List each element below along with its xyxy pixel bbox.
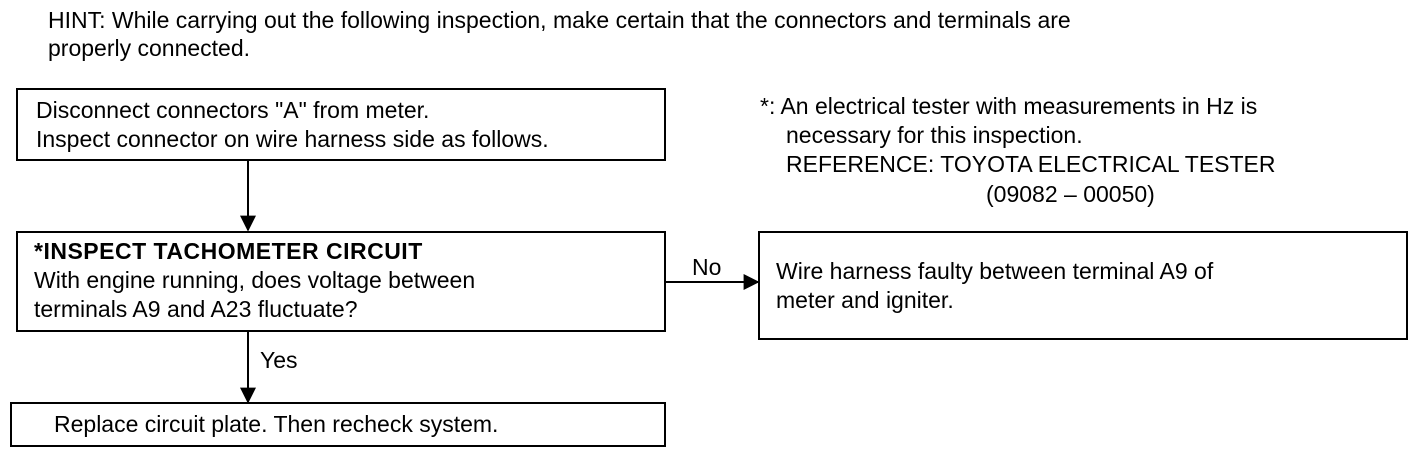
step-disconnect-box: Disconnect connectors "A" from meter. In… [16,88,666,161]
note-line-1: *: An electrical tester with measurement… [760,93,1258,119]
fault-line-1: Wire harness faulty between terminal A9 … [776,258,1214,284]
note-line-2: necessary for this inspection. [786,122,1083,148]
inspect-question-line-2: terminals A9 and A23 fluctuate? [34,296,358,322]
fault-line-2: meter and igniter. [776,287,954,313]
result-text: Replace circuit plate. Then recheck syst… [54,411,499,437]
note-line-4: (09082 – 00050) [986,181,1155,207]
inspect-heading: *INSPECT TACHOMETER CIRCUIT [34,238,423,264]
inspect-tachometer-box: *INSPECT TACHOMETER CIRCUIT With engine … [16,231,666,332]
hint-line-1: HINT: While carrying out the following i… [48,7,1071,33]
hint-line-2: properly connected. [48,35,251,61]
branch-yes-label: Yes [260,347,298,373]
note-line-3: REFERENCE: TOYOTA ELECTRICAL TESTER [786,151,1276,177]
step-disconnect-line-2: Inspect connector on wire harness side a… [36,126,549,152]
fault-result-box: Wire harness faulty between terminal A9 … [758,231,1408,340]
step-disconnect-line-1: Disconnect connectors "A" from meter. [36,97,430,123]
replace-circuit-plate-box: Replace circuit plate. Then recheck syst… [10,402,666,447]
branch-no-label: No [692,254,722,280]
inspect-question-line-1: With engine running, does voltage betwee… [34,267,476,293]
